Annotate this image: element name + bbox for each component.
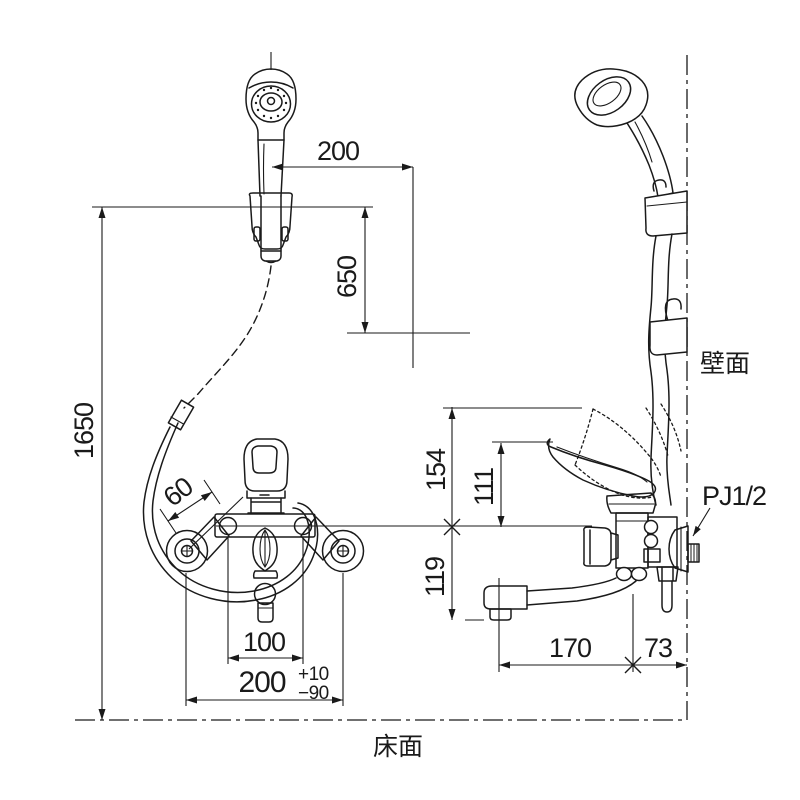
wall-surface-label: 壁面 bbox=[700, 350, 750, 378]
hex-nut bbox=[656, 566, 679, 582]
dim-650-label: 650 bbox=[332, 256, 362, 298]
dim-60-label: 60 bbox=[158, 472, 199, 513]
diverter-knob bbox=[583, 526, 619, 567]
shower-hanger-side bbox=[644, 179, 688, 237]
floor-surface-label: 床面 bbox=[373, 733, 423, 761]
datum-lines bbox=[75, 55, 688, 721]
spout-front bbox=[252, 527, 279, 623]
spray-holes bbox=[254, 86, 288, 120]
hose-connector bbox=[167, 399, 195, 431]
wall-flange-right bbox=[321, 529, 365, 573]
dimension-terminators bbox=[443, 518, 642, 674]
hose-side bbox=[647, 233, 673, 506]
faucet-side bbox=[483, 438, 700, 621]
faucet-front bbox=[165, 438, 365, 623]
side-view bbox=[483, 68, 700, 621]
pj-thread bbox=[687, 543, 700, 563]
dim-73-label: 73 bbox=[644, 633, 672, 663]
dim-154-label: 154 bbox=[421, 448, 451, 491]
dim-200tol-label: 200 bbox=[238, 666, 285, 699]
wall-flange-side bbox=[668, 525, 689, 573]
eccentric-leg-right bbox=[300, 516, 340, 561]
shower-head-side bbox=[574, 68, 674, 198]
lever-handle-front bbox=[243, 438, 289, 492]
dim-tol-minus-label: −90 bbox=[298, 683, 329, 704]
wall-flange-left bbox=[165, 529, 209, 573]
dimension-arrows bbox=[98, 163, 701, 720]
shower-head-front bbox=[245, 68, 297, 197]
dim-111-label: 111 bbox=[469, 468, 499, 506]
lever-side bbox=[546, 438, 657, 498]
dimension-lines bbox=[92, 52, 711, 720]
dim-tol-plus-label: +10 bbox=[298, 664, 329, 685]
dim-1650-label: 1650 bbox=[69, 403, 99, 459]
hose-hook-side bbox=[649, 298, 688, 356]
spout-side bbox=[483, 577, 637, 621]
supply-pipe bbox=[661, 580, 673, 613]
dim-119-label: 119 bbox=[420, 557, 450, 597]
dim-100-label: 100 bbox=[243, 627, 285, 657]
shower-hanger-front bbox=[248, 192, 293, 264]
dim-170-label: 170 bbox=[549, 633, 591, 663]
shower-hose-dashed bbox=[183, 265, 272, 409]
pj-thread-label: PJ1/2 bbox=[702, 481, 766, 511]
dim-200-label: 200 bbox=[317, 136, 359, 166]
dimension-labels: 200 650 1650 60 100 200 +10 −90 154 111 … bbox=[69, 136, 767, 761]
eccentric-leg-left bbox=[190, 516, 230, 561]
hose-loop bbox=[142, 422, 319, 603]
front-view bbox=[142, 68, 365, 623]
